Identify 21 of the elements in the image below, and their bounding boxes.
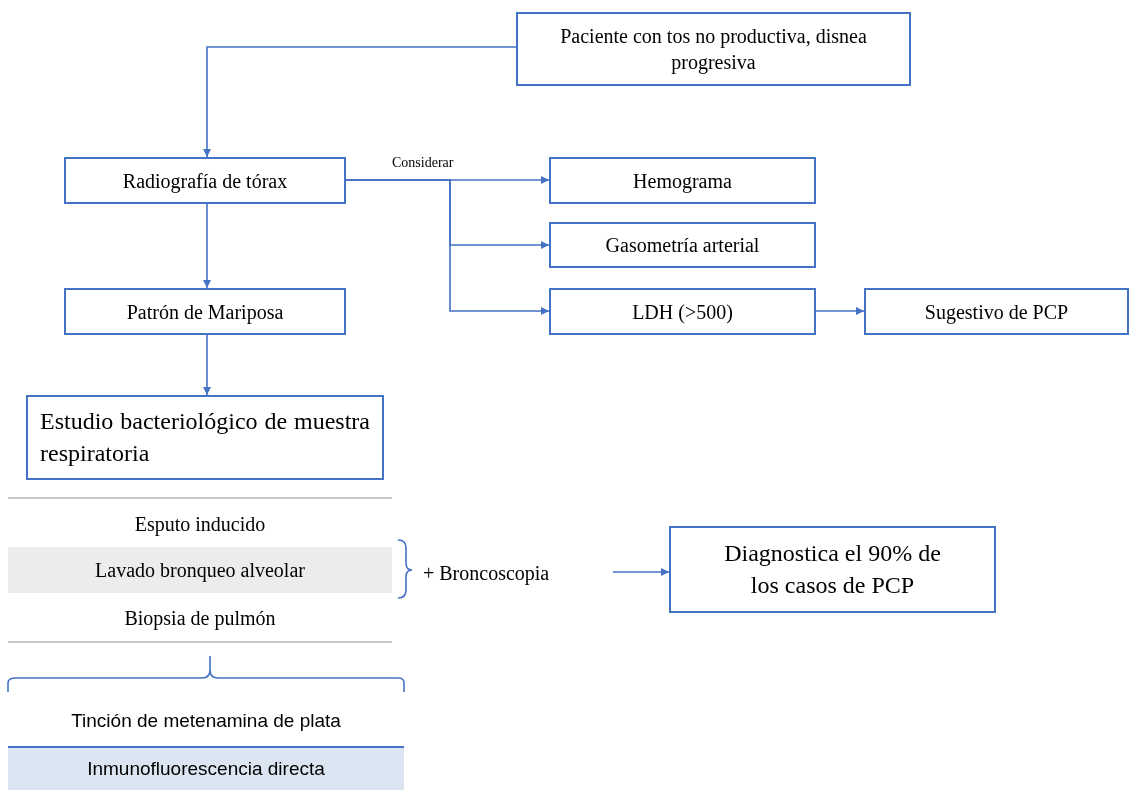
arrow [612,568,670,576]
node-text: + Broncoscopia [423,554,613,592]
process-box: Radiografía de tórax [64,157,346,204]
process-box: Gasometría arterial [549,222,816,268]
table-row-text: Esputo inducido [8,503,392,545]
arrow [203,46,517,158]
arrow [203,203,211,289]
arrow [203,334,211,396]
table-row-text: Biopsia de pulmón [8,597,392,639]
shaded-table-row: Inmunofluorescencia directa [8,746,404,790]
process-box: Patrón de Mariposa [64,288,346,335]
process-box: Paciente con tos no productiva, disnea progresiva [516,12,911,86]
arrow [815,307,865,315]
shaded-table-row: Lavado bronqueo alveolar [8,547,392,593]
process-box: Diagnostica el 90% de los casos de PCP [669,526,996,613]
table-row-text: Tinción de metenamina de plata [8,700,404,742]
arrow [345,179,550,315]
process-box: LDH (>500) [549,288,816,335]
process-box: Sugestivo de PCP [864,288,1129,335]
process-box: Estudio bacteriológico de muestra respiratoria [26,395,384,480]
process-box: Hemograma [549,157,816,204]
